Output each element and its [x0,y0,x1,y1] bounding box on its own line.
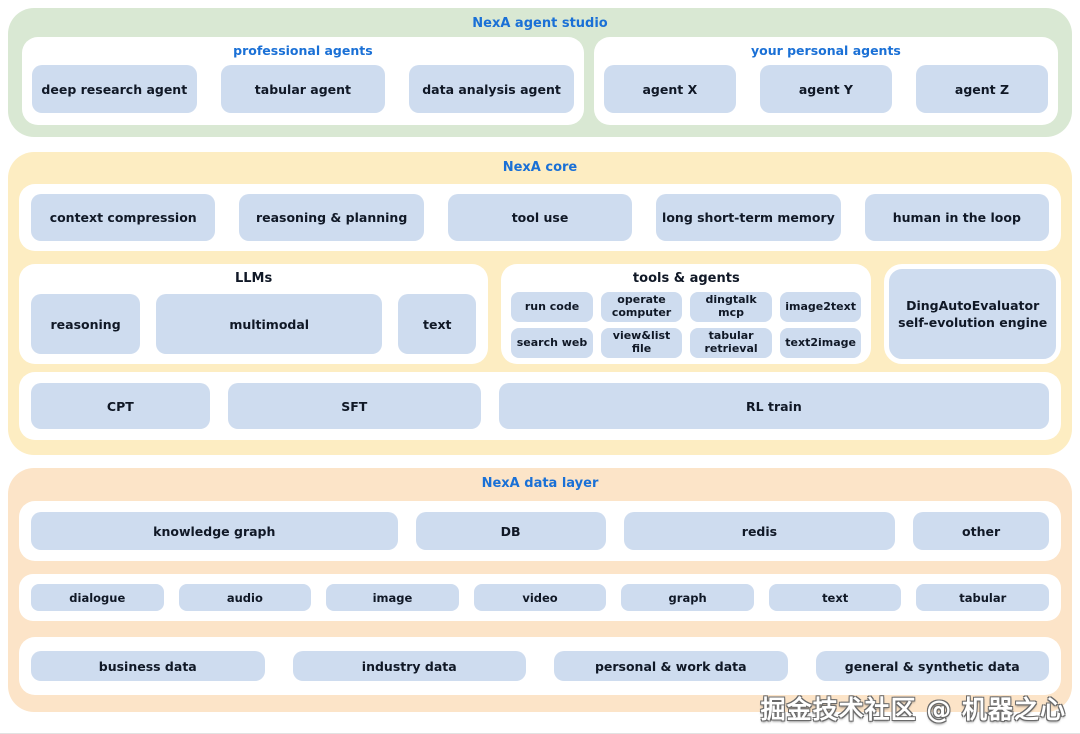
business-data-box: business data [31,651,265,681]
search-web-box: search web [511,328,593,358]
dialogue-box: dialogue [31,584,164,611]
dingtalk-mcp-box: dingtalk mcp [690,292,772,322]
multimodal-llm-box: multimodal [156,294,383,354]
evaluator-line2: self-evolution engine [898,315,1048,330]
reasoning-planning-box: reasoning & planning [239,194,424,241]
llms-row: reasoning multimodal text [31,294,477,354]
agent-x-box: agent X [603,65,736,113]
tabular-agent-box: tabular agent [220,65,386,113]
personal-agents-panel: your personal agents agent X agent Y age… [593,37,1058,125]
agent-studio-panels: professional agents deep research agent … [22,37,1058,125]
nexa-core-section: NexA core context compression reasoning … [8,152,1072,455]
reasoning-llm-box: reasoning [31,294,141,354]
tools-agents-title: tools & agents [632,271,740,286]
rl-train-box: RL train [498,383,1049,429]
professional-agents-title: professional agents [233,43,373,58]
human-in-the-loop-box: human in the loop [864,194,1050,241]
tool-use-box: tool use [447,194,633,241]
view-list-file-box: view&list file [600,328,683,358]
graph-box: graph [621,584,754,611]
agent-z-box: agent Z [915,65,1049,113]
image-box: image [326,584,459,611]
other-storage-box: other [913,512,1049,550]
run-code-box: run code [511,292,593,322]
audio-box: audio [178,584,312,611]
modalities-row: dialogue audio image video graph text ta… [19,574,1061,621]
knowledge-graph-box: knowledge graph [31,512,398,550]
evaluator-line1: DingAutoEvaluator [906,297,1040,313]
watermark-text: 掘金技术社区 @ 机器之心 [760,695,1066,724]
operate-computer-box: operate computer [600,292,683,322]
text-box: text [768,584,902,611]
tools-grid: run code operate computer dingtalk mcp i… [511,292,862,358]
data-layer-title: NexA data layer [481,476,599,491]
general-synthetic-data-box: general & synthetic data [815,651,1049,681]
long-short-term-memory-box: long short-term memory [656,194,841,241]
video-box: video [473,584,607,611]
text-llm-box: text [398,294,477,354]
data-analysis-agent-box: data analysis agent [409,65,574,113]
personal-work-data-box: personal & work data [554,651,788,681]
core-capabilities-row: context compression reasoning & planning… [19,184,1061,251]
tabular-box: tabular [916,584,1050,611]
professional-agents-panel: professional agents deep research agent … [22,37,584,125]
redis-box: redis [623,512,896,550]
nexa-core-title: NexA core [502,160,578,175]
professional-agents-row: deep research agent tabular agent data a… [32,65,574,113]
agent-studio-title: NexA agent studio [472,16,608,31]
ding-auto-evaluator-box: DingAutoEvaluator self-evolution engine [884,264,1061,364]
context-compression-box: context compression [31,194,216,241]
data-layer-section: NexA data layer knowledge graph DB redis… [8,468,1072,712]
personal-agents-title: your personal agents [750,43,901,58]
llms-title: LLMs [234,271,273,286]
cpt-box: CPT [31,383,210,429]
tools-agents-panel: tools & agents run code operate computer… [501,264,872,364]
deep-research-agent-box: deep research agent [32,65,197,113]
data-sources-row: business data industry data personal & w… [19,637,1061,695]
db-box: DB [415,512,606,550]
image2text-box: image2text [779,292,862,322]
agent-y-box: agent Y [759,65,892,113]
personal-agents-row: agent X agent Y agent Z [603,65,1049,113]
training-row: CPT SFT RL train [19,372,1061,440]
sft-box: SFT [227,383,481,429]
industry-data-box: industry data [292,651,526,681]
core-middle-row: LLMs reasoning multimodal text tools & a… [19,264,1061,364]
llms-panel: LLMs reasoning multimodal text [19,264,489,364]
agent-studio-section: NexA agent studio professional agents de… [8,8,1072,137]
tabular-retrieval-box: tabular retrieval [690,328,772,358]
text2image-box: text2image [779,328,862,358]
storage-row: knowledge graph DB redis other [19,501,1061,561]
